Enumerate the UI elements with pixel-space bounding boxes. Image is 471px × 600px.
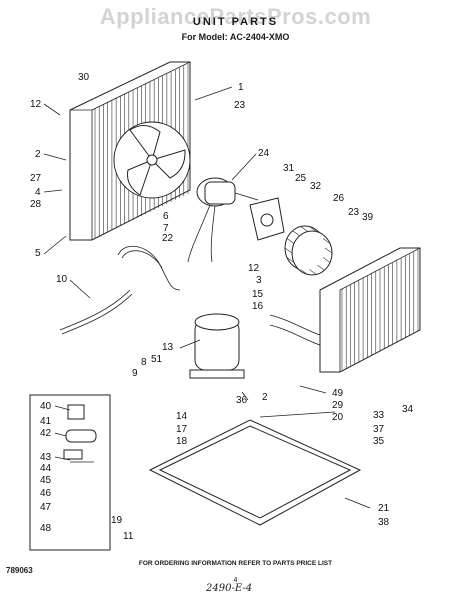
callout-48: 48 (40, 523, 52, 534)
callout-23-top: 23 (234, 100, 246, 111)
callout-28: 28 (30, 199, 42, 210)
callout-10: 10 (56, 274, 68, 285)
callout-12-left: 12 (30, 99, 42, 110)
callout-2-right: 2 (262, 392, 268, 403)
callout-7: 7 (163, 223, 169, 234)
fan-motor (187, 177, 259, 263)
callout-3: 3 (256, 275, 262, 286)
callout-4: 4 (35, 187, 41, 198)
callout-38: 38 (378, 517, 390, 528)
callout-labels: 1 23 30 12 2 27 4 28 5 6 7 22 24 31 25 3… (30, 72, 414, 542)
callout-36: 36 (236, 395, 248, 406)
callout-13: 13 (162, 342, 174, 353)
callout-41: 41 (40, 416, 52, 427)
callout-20: 20 (332, 412, 344, 423)
callout-44: 44 (40, 463, 52, 474)
callout-2-left: 2 (35, 149, 41, 160)
compressor (189, 313, 245, 379)
power-cord (59, 289, 133, 335)
diagram-code: 789063 (6, 566, 33, 575)
callout-45: 45 (40, 475, 52, 486)
refrigerant-tubing (117, 246, 321, 346)
callout-8: 8 (141, 357, 147, 368)
ordering-note: FOR ORDERING INFORMATION REFER TO PARTS … (138, 560, 333, 567)
diagram-title: UNIT PARTS (192, 16, 279, 28)
callout-46: 46 (40, 488, 52, 499)
callout-32: 32 (310, 181, 322, 192)
callout-9: 9 (132, 368, 138, 379)
callout-22: 22 (162, 233, 174, 244)
callout-47: 47 (40, 502, 52, 513)
callout-16: 16 (252, 301, 264, 312)
callout-5: 5 (35, 248, 41, 259)
callout-30: 30 (78, 72, 90, 83)
callout-25: 25 (295, 173, 307, 184)
handwritten-note: 2490-E-4 (206, 583, 253, 594)
callout-33: 33 (373, 410, 385, 421)
callout-18: 18 (176, 436, 188, 447)
callout-43: 43 (40, 452, 52, 463)
motor-mount (249, 197, 285, 241)
callout-1: 1 (238, 82, 244, 93)
callout-14: 14 (176, 411, 188, 422)
callout-37: 37 (373, 424, 385, 435)
evaporator-coil (319, 247, 421, 373)
callout-11: 11 (123, 531, 134, 542)
callout-51: 51 (151, 354, 163, 365)
callout-31: 31 (283, 163, 295, 174)
callout-34: 34 (402, 404, 414, 415)
model-subtitle: For Model: AC-2404-XMO (181, 32, 290, 42)
fan-blade (113, 121, 191, 199)
base-pan (148, 419, 362, 526)
callout-49: 49 (332, 388, 344, 399)
callout-23-right: 23 (348, 207, 360, 218)
callout-19: 19 (111, 515, 123, 526)
callout-6: 6 (163, 211, 169, 222)
callout-12-right: 12 (248, 263, 260, 274)
callout-15: 15 (252, 289, 264, 300)
callout-27: 27 (30, 173, 42, 184)
small-parts-inset (29, 394, 111, 551)
callout-17: 17 (176, 424, 188, 435)
callout-35: 35 (373, 436, 385, 447)
callout-21: 21 (378, 503, 390, 514)
page-number: 4 (233, 577, 238, 584)
callout-29: 29 (332, 400, 344, 411)
callout-42: 42 (40, 428, 52, 439)
watermark: AppliancePartsPros.com (99, 4, 372, 29)
callout-26: 26 (333, 193, 345, 204)
callout-40: 40 (40, 401, 52, 412)
callout-24: 24 (258, 148, 270, 159)
blower-wheel (284, 225, 333, 276)
leader-lines (43, 86, 371, 509)
callout-39: 39 (362, 212, 374, 223)
